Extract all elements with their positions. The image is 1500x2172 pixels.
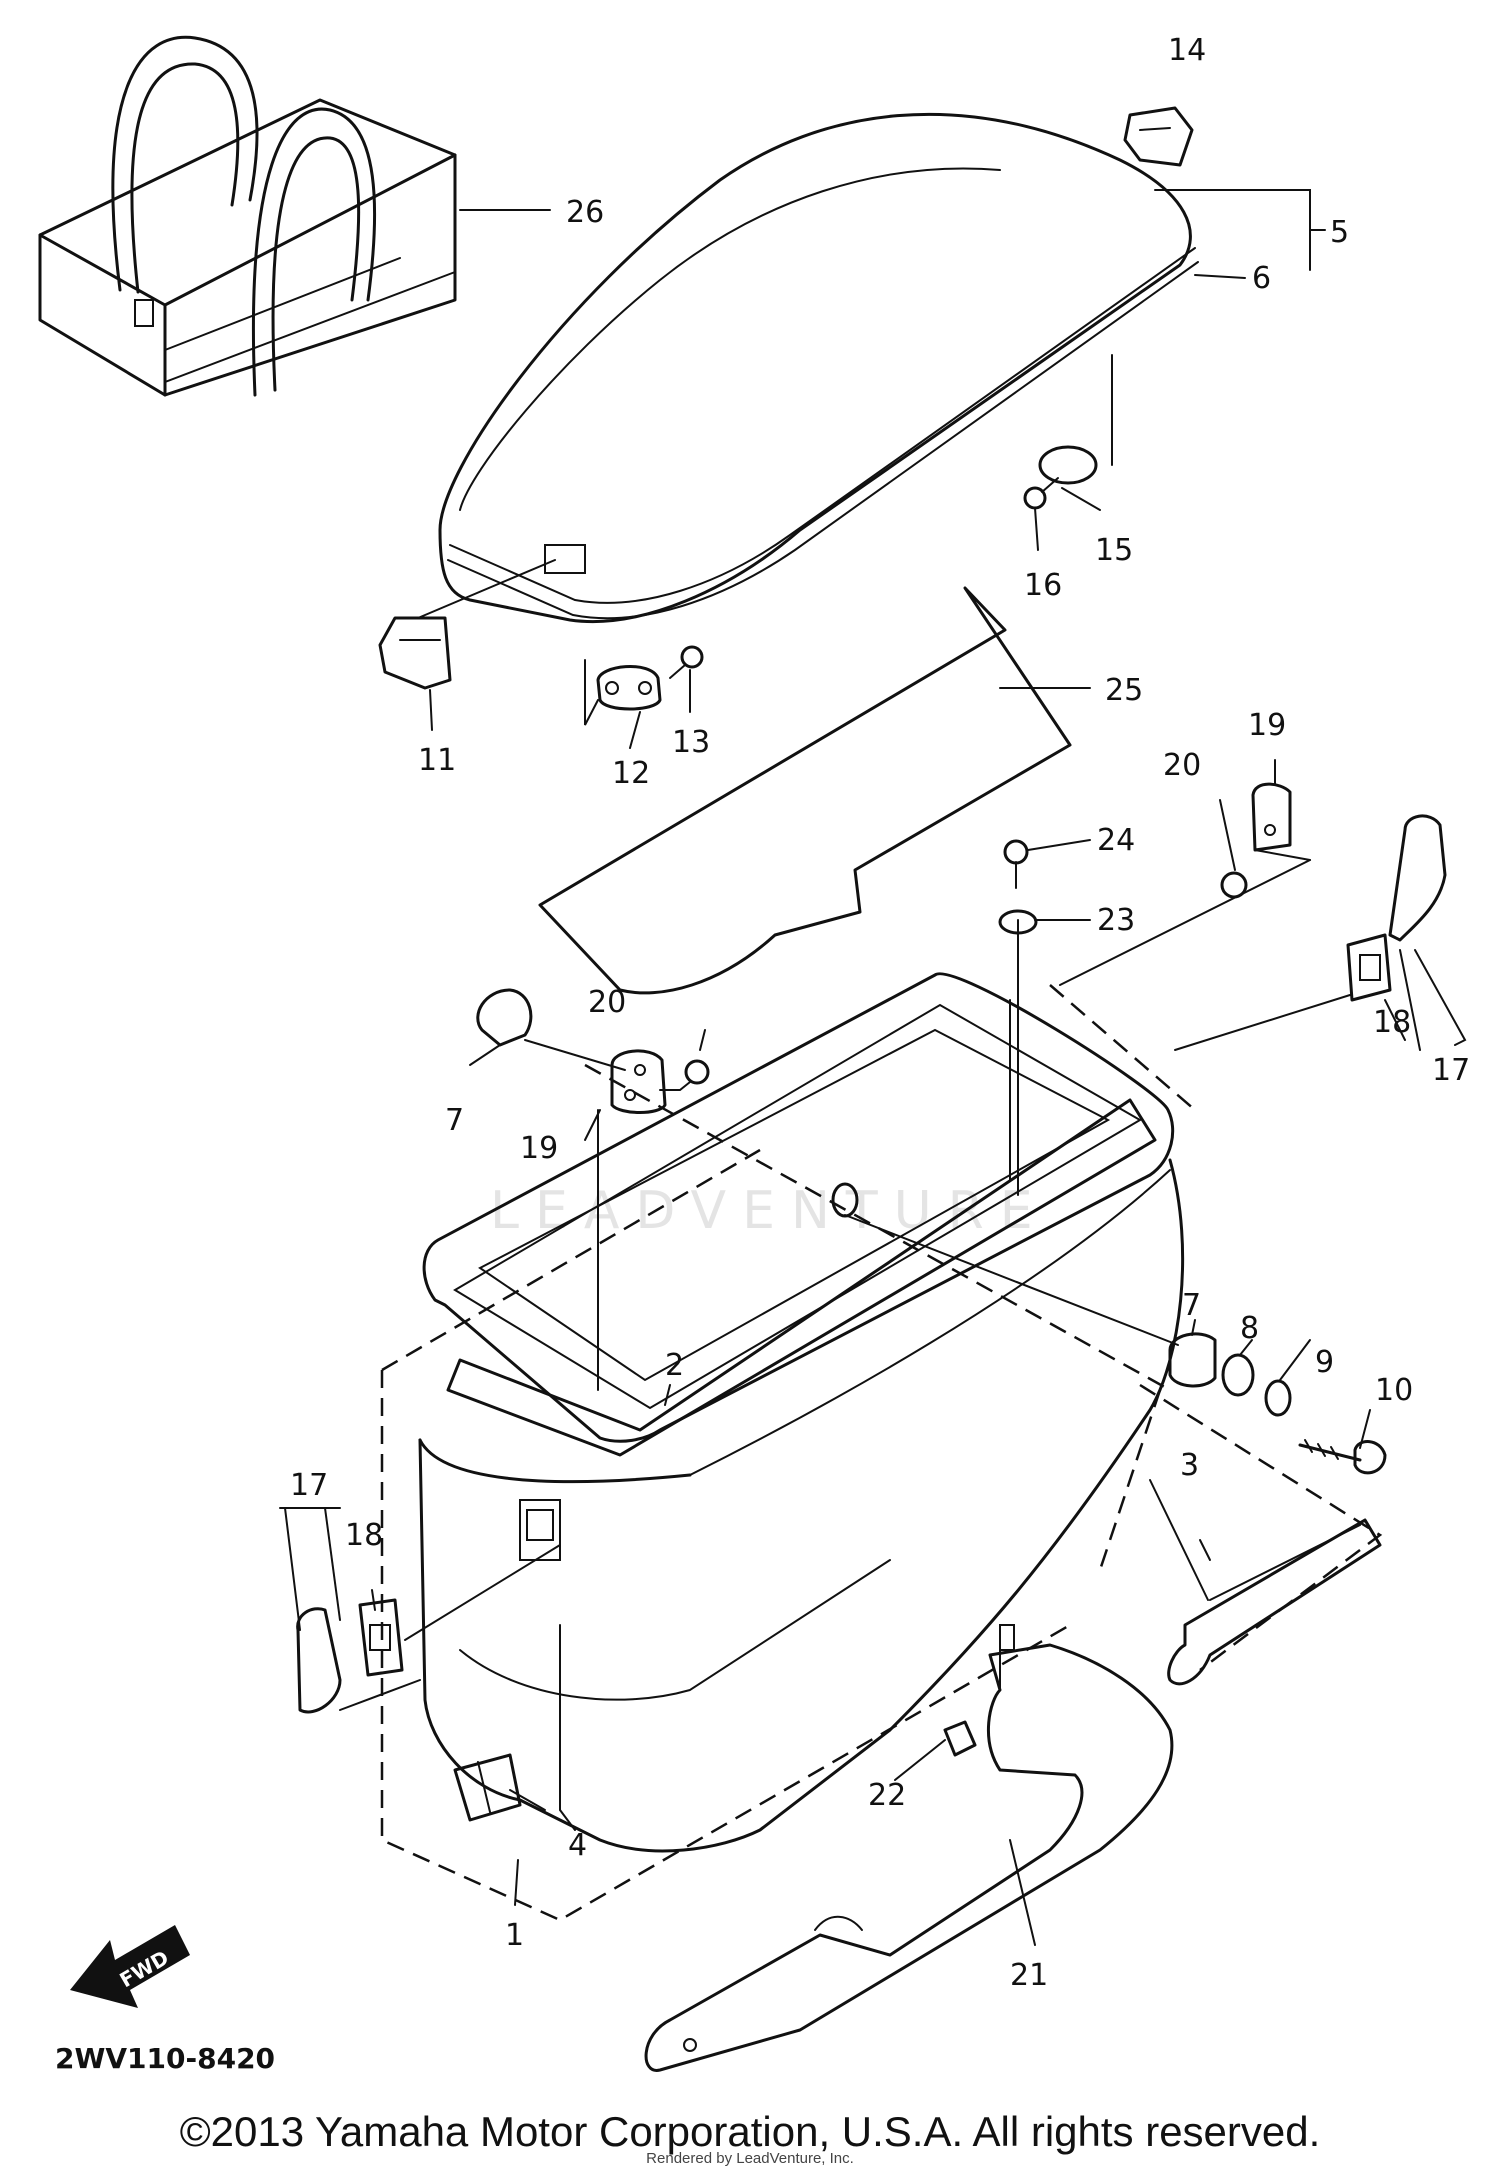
fwd-arrow-icon: FWD — [70, 1925, 190, 2008]
label-part-7b: 7 — [1182, 1288, 1201, 1323]
label-part-16: 16 — [1024, 568, 1062, 603]
lock-set-left — [296, 1598, 404, 1714]
rubber-stopper-left — [476, 988, 533, 1047]
label-part-19b: 19 — [1248, 708, 1286, 743]
label-part-9: 9 — [1315, 1345, 1334, 1380]
diagram-code: 2WV110-8420 — [55, 2042, 275, 2075]
hinge-screw — [669, 645, 704, 679]
copyright-notice: ©2013 Yamaha Motor Corporation, U.S.A. A… — [179, 2108, 1321, 2155]
label-part-1: 1 — [505, 1918, 524, 1953]
label-part-4: 4 — [568, 1828, 587, 1863]
case-body — [418, 972, 1185, 1853]
label-part-21: 21 — [1010, 1958, 1048, 1993]
travel-bag — [38, 35, 457, 397]
label-part-7a: 7 — [445, 1103, 464, 1138]
lid-lock-cap — [1123, 106, 1194, 167]
lid-latch-bracket — [378, 616, 452, 690]
label-part-17b: 17 — [1432, 1053, 1470, 1088]
label-part-18a: 18 — [345, 1518, 383, 1553]
label-part-2: 2 — [665, 1348, 684, 1383]
label-part-18b: 18 — [1373, 1005, 1411, 1040]
bottom-guard — [644, 1624, 1174, 2072]
lock-set-right — [1346, 814, 1447, 1002]
label-part-10: 10 — [1375, 1373, 1413, 1408]
label-part-26: 26 — [566, 195, 604, 230]
latch-plate — [1167, 1518, 1382, 1686]
label-part-5: 5 — [1330, 215, 1349, 250]
mounting-hardware — [1168, 1332, 1387, 1475]
part-number-labels: 26 14 5 6 15 16 11 12 13 25 19 20 24 23 … — [290, 33, 1470, 1993]
label-part-6: 6 — [1252, 261, 1271, 296]
label-part-14: 14 — [1168, 33, 1206, 68]
label-part-20a: 20 — [588, 985, 626, 1020]
label-part-19a: 19 — [520, 1131, 558, 1166]
hinge-bracket-left — [610, 1049, 710, 1114]
guard-clip — [943, 1720, 977, 1757]
label-part-24: 24 — [1097, 823, 1135, 858]
case-spacer — [453, 1753, 522, 1822]
hinge-plate — [596, 665, 662, 711]
label-part-11: 11 — [418, 743, 456, 778]
watermark-text: LEADVENTURE — [490, 1181, 1049, 1241]
label-part-22: 22 — [868, 1778, 906, 1813]
case-seal — [446, 1098, 1157, 1457]
label-part-3: 3 — [1180, 1448, 1199, 1483]
assembly-boundary — [380, 984, 1383, 1922]
label-part-17a: 17 — [290, 1468, 328, 1503]
exploded-view-drawing: LEADVENTURE — [38, 33, 1470, 2075]
label-part-13: 13 — [672, 725, 710, 760]
leader-lines — [279, 189, 1467, 1946]
label-part-23: 23 — [1097, 903, 1135, 938]
top-case-lid — [438, 112, 1199, 624]
label-part-20b: 20 — [1163, 748, 1201, 783]
renderer-credit: Rendered by LeadVenture, Inc. — [646, 2150, 854, 2167]
label-part-8: 8 — [1240, 1311, 1259, 1346]
label-part-12: 12 — [612, 756, 650, 791]
label-part-15: 15 — [1095, 533, 1133, 568]
label-part-25: 25 — [1105, 673, 1143, 708]
inner-mat — [538, 586, 1072, 995]
hinge-bracket-right — [1220, 782, 1292, 899]
lid-plate-and-screw — [1023, 445, 1098, 510]
